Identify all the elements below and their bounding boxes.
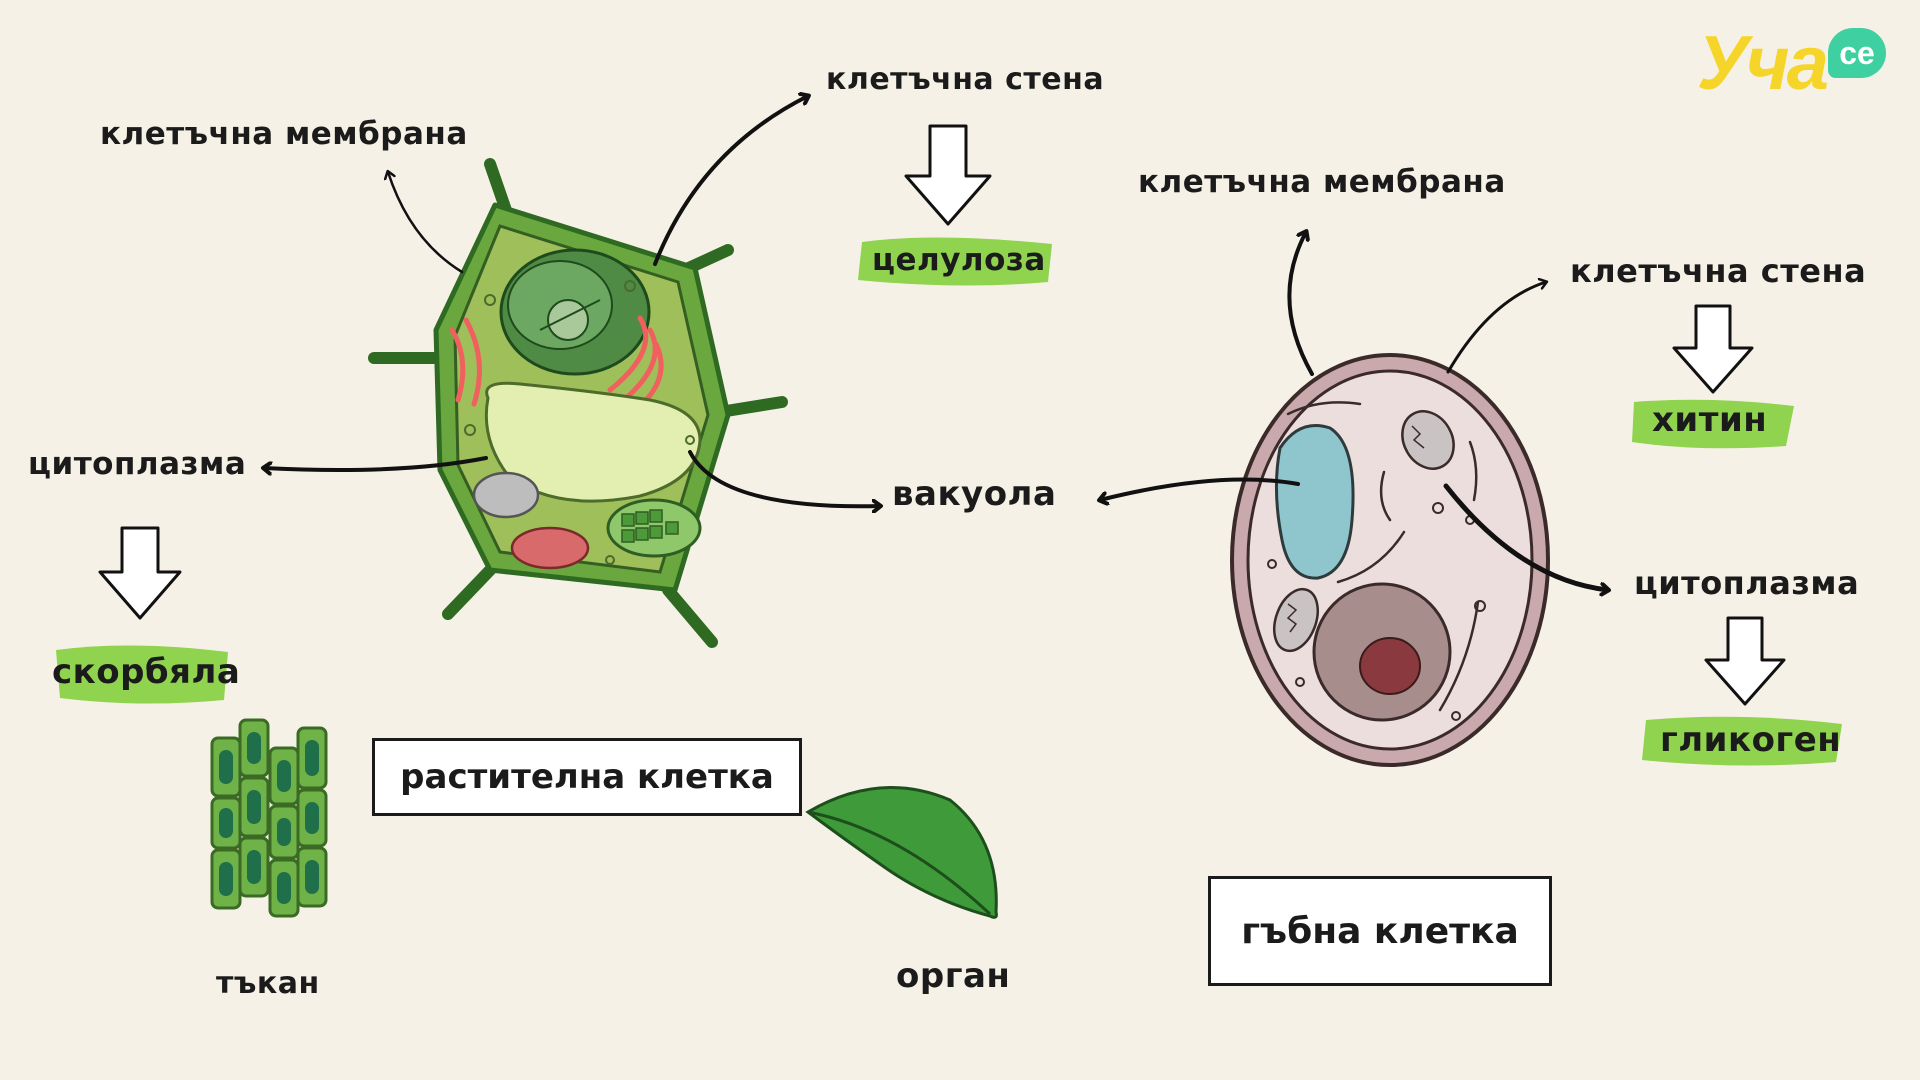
fungal-arrows [1100,232,1608,590]
plant-arrows [264,96,880,506]
label-plant-wall: клетъчна стена [826,62,1105,97]
highlight-strokes [56,237,1842,766]
leaf-drawing [805,786,998,919]
label-fungal-cytoplasm-material: гликоген [1660,720,1842,760]
tissue-drawing [210,718,328,918]
fungal-mitochondria [1273,410,1455,653]
fungal-cell [1230,353,1550,767]
arrow-plant-membrane [388,172,464,274]
arrow-fungal-cytoplasm [1443,483,1608,590]
arrow-fungal-membrane [1287,232,1314,376]
hollow-arrows [98,124,1786,706]
down-arrow-fungal-wall [1672,304,1754,394]
label-tissue: тъкан [216,966,320,1001]
plant-red-organelle [510,526,590,570]
down-arrow-fungal-cytoplasm [1704,616,1786,706]
label-organ: орган [896,956,1011,996]
plant-cell [368,158,788,648]
down-arrow-plant-cytoplasm [98,526,182,620]
label-fungal-cytoplasm: цитоплазма [1634,564,1860,602]
fungal-cell-title: гъбна клетка [1208,876,1552,986]
plant-cell-title-text: растителна клетка [400,757,774,797]
label-plant-cytoplasm-material: скорбяла [52,652,241,692]
arrow-plant-wall [653,96,808,266]
logo-text: Уча [1696,21,1829,106]
logo-badge: се [1828,28,1886,78]
brand-logo: Уча се [1697,26,1886,102]
label-vacuole: вакуола [892,474,1057,514]
arrow-fungal-wall [1446,282,1546,374]
down-arrow-plant-wall [904,124,992,226]
plant-cell-title: растителна клетка [372,738,802,816]
arrow-fungal-vacuole [1100,477,1300,500]
label-fungal-wall: клетъчна стена [1570,252,1867,290]
arrow-plant-vacuole [688,450,880,506]
plant-nucleolus [547,299,589,341]
plant-grey-organelle [472,471,540,519]
label-plant-wall-material: целулоза [872,242,1046,278]
fungal-vacuole [1274,424,1355,580]
arrow-plant-cytoplasm [264,456,488,470]
fungal-nucleolus [1359,637,1421,695]
label-plant-membrane: клетъчна мембрана [100,116,468,152]
label-plant-cytoplasm: цитоплазма [28,446,247,482]
label-fungal-wall-material: хитин [1652,400,1768,440]
label-fungal-membrane: клетъчна мембрана [1138,164,1506,200]
fungal-cell-title-text: гъбна клетка [1241,910,1519,952]
